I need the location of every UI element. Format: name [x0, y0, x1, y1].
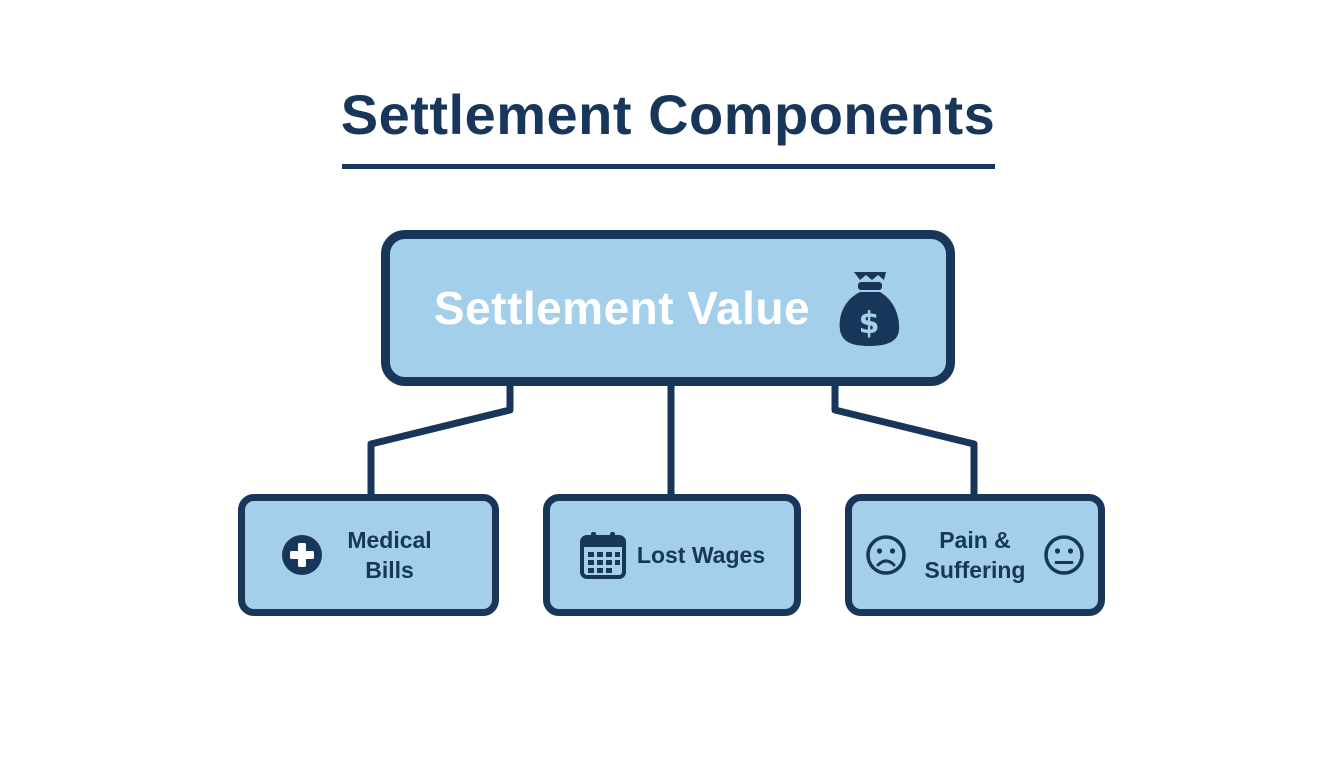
neutral-face-icon: [1044, 535, 1085, 575]
money-bag-dollar-symbol: $: [859, 306, 880, 341]
medical-bills-label-line1: Medical: [347, 527, 432, 553]
connector-medical: [367, 384, 514, 496]
pain-suffering-label: Pain & Suffering: [925, 525, 1026, 585]
medical-bills-node: Medical Bills: [238, 494, 499, 616]
sad-face-icon: [865, 535, 906, 575]
diagram-title: Settlement Components: [340, 83, 996, 146]
settlement-value-label: Settlement Value: [433, 282, 811, 334]
pain-suffering-node: Pain & Suffering: [845, 494, 1105, 616]
medical-cross-icon: [282, 535, 323, 575]
lost-wages-node: Lost Wages: [543, 494, 801, 616]
calendar-icon: [579, 532, 626, 579]
title-underline: [342, 164, 995, 169]
money-bag-icon: $: [839, 272, 900, 346]
pain-suffering-label-line2: Suffering: [924, 557, 1026, 583]
settlement-value-node: Settlement Value $: [381, 230, 955, 386]
pain-suffering-label-line1: Pain &: [939, 527, 1011, 553]
lost-wages-label: Lost Wages: [636, 542, 766, 568]
medical-bills-label-line2: Bills: [365, 557, 414, 583]
connector-pain: [831, 384, 978, 496]
medical-bills-label: Medical Bills: [347, 525, 431, 585]
